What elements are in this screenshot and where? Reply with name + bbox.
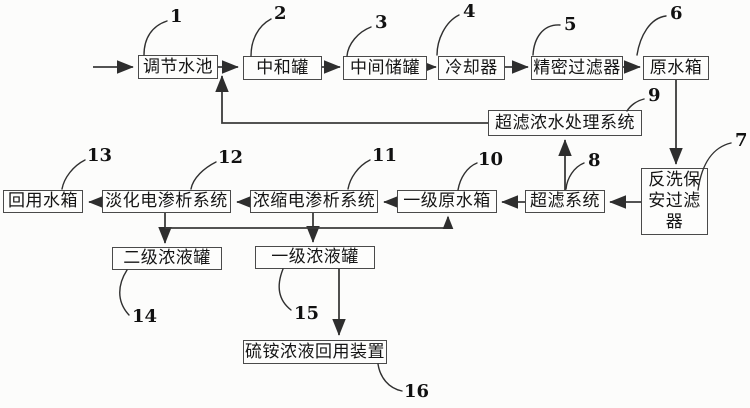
arrow-concentrate-loop-to-first-stage-raw-tank	[165, 215, 454, 230]
leader-ref-6	[636, 15, 667, 56]
ref-number-9: 9	[648, 85, 661, 106]
node-first-stage-raw-water-tank: 一级原水箱	[397, 190, 497, 213]
ref-number-4: 4	[463, 1, 476, 22]
node-regulating-pool: 调节水池	[138, 55, 218, 79]
node-backwash-security-filter: 反洗保安过滤器	[641, 168, 708, 235]
node-precision-filter: 精密过滤器	[531, 56, 623, 80]
leader-ref-8	[565, 162, 585, 190]
node-ultrafiltration-system: 超滤系统	[525, 190, 605, 213]
leader-ref-5	[532, 24, 561, 56]
ref-number-10: 10	[478, 149, 504, 170]
leader-ref-14	[119, 269, 130, 316]
ref-number-13: 13	[87, 145, 113, 166]
leader-ref-4	[436, 14, 460, 56]
node-neutralization-tank: 中和罐	[243, 56, 322, 80]
leader-ref-12	[190, 161, 217, 190]
ref-number-7: 7	[735, 130, 748, 151]
ref-number-6: 6	[670, 3, 683, 24]
leader-ref-10	[457, 162, 478, 191]
leader-ref-3	[346, 26, 372, 57]
ref-number-5: 5	[564, 14, 577, 35]
node-concentrating-electrodialysis-system: 浓缩电渗析系统	[250, 190, 378, 213]
node-first-stage-concentrate-tank: 一级浓液罐	[255, 246, 375, 269]
ref-number-2: 2	[274, 3, 287, 24]
leader-ref-2	[250, 18, 272, 57]
leader-ref-1	[143, 20, 168, 56]
leader-ref-15	[278, 268, 292, 311]
node-intermediate-storage-tank: 中间储罐	[343, 56, 427, 80]
leader-ref-16	[377, 363, 403, 392]
leader-ref-13	[61, 159, 86, 190]
node-ammonium-sulfate-reuse-device: 硫铵浓液回用装置	[243, 340, 387, 364]
leader-ref-11	[347, 159, 371, 190]
node-uf-concentrate-treatment-system: 超滤浓水处理系统	[488, 110, 642, 136]
arrow-concentrate-return-to-main-line	[215, 75, 488, 124]
ref-number-14: 14	[132, 306, 158, 327]
node-cooler: 冷却器	[438, 56, 505, 80]
ref-number-1: 1	[170, 6, 183, 27]
node-reuse-water-tank: 回用水箱	[3, 190, 83, 213]
node-second-stage-concentrate-tank: 二级浓液罐	[112, 247, 222, 270]
ref-number-11: 11	[372, 145, 398, 166]
node-raw-water-tank: 原水箱	[643, 56, 709, 80]
ref-number-8: 8	[588, 150, 601, 171]
ref-number-3: 3	[375, 12, 388, 33]
ref-number-15: 15	[294, 303, 320, 324]
ref-number-12: 12	[218, 147, 244, 168]
ref-number-16: 16	[404, 381, 430, 402]
node-desalting-electrodialysis-system: 淡化电渗析系统	[102, 190, 231, 213]
